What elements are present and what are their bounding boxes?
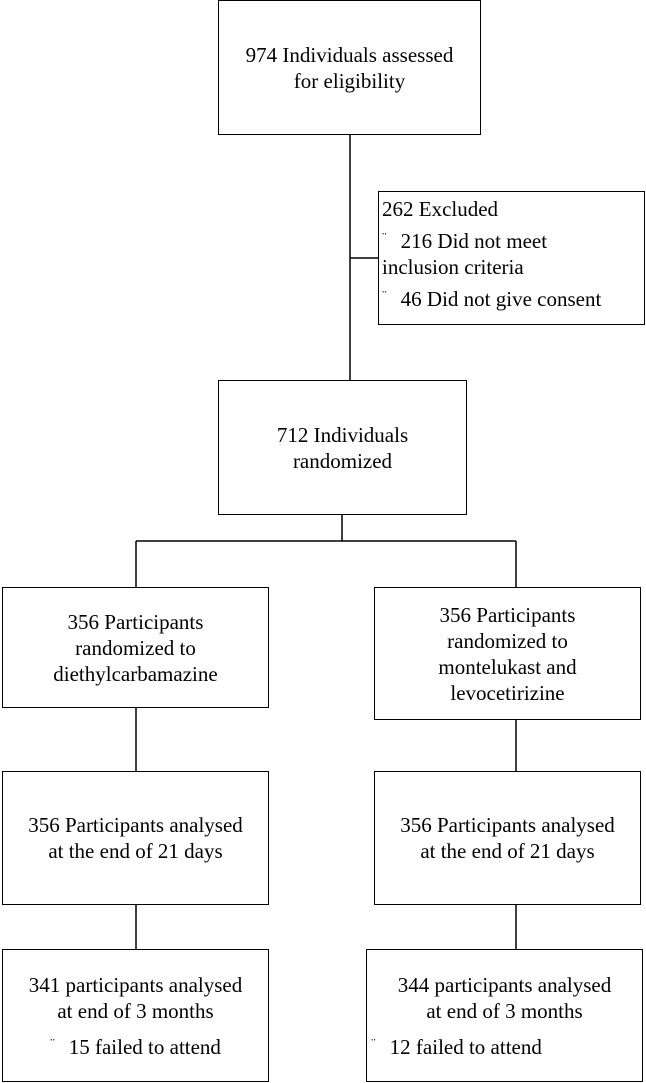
assessed-line-1: 974 Individuals assessed — [245, 42, 454, 67]
excluded-item-2: ¨46 Did not give consent — [382, 287, 602, 311]
right-allocation-line-3: montelukast and — [438, 654, 577, 679]
left-analysis-3m-line-2: at end of 3 months — [57, 999, 214, 1023]
right-analysis-21-box: 356 Participants analysed at the end of … — [374, 771, 641, 905]
right-analysis-21-line-1: 356 Participants analysed — [400, 813, 615, 837]
left-analysis-21-box: 356 Participants analysed at the end of … — [2, 771, 269, 905]
right-allocation-line-2: randomized to — [447, 628, 568, 653]
randomized-line-2: randomized — [292, 448, 393, 473]
randomized-line-1: 712 Individuals — [276, 422, 409, 447]
excluded-item-1: ¨216 Did not meet — [382, 229, 548, 253]
assessed-box: 974 Individuals assessed for eligibility — [218, 0, 481, 135]
left-allocation-line-1: 356 Participants — [67, 609, 204, 634]
right-analysis-3m-line-2: at end of 3 months — [426, 999, 583, 1023]
left-allocation-line-2: randomized to — [75, 635, 196, 660]
left-allocation-line-3: diethylcarbamazine — [53, 661, 218, 686]
excluded-title: 262 Excluded — [382, 197, 499, 221]
left-analysis-21-line-2: at the end of 21 days — [48, 839, 223, 863]
right-lost-note: ¨12 failed to attend — [371, 1035, 542, 1059]
bullet-icon: ¨ — [382, 231, 387, 246]
left-analysis-3m-box: 341 participants analysed at end of 3 mo… — [2, 949, 269, 1082]
bullet-icon: ¨ — [371, 1037, 376, 1052]
left-allocation-box: 356 Participants randomized to diethylca… — [2, 587, 269, 708]
right-analysis-3m-box: 344 participants analysed at end of 3 mo… — [366, 949, 643, 1082]
right-allocation-line-1: 356 Participants — [439, 602, 576, 627]
bullet-icon: ¨ — [50, 1037, 55, 1052]
randomized-box: 712 Individuals randomized — [218, 380, 467, 515]
left-analysis-21-line-1: 356 Participants analysed — [28, 813, 243, 837]
right-allocation-box: 356 Participants randomized to monteluka… — [374, 587, 641, 720]
assessed-line-2: for eligibility — [293, 68, 406, 93]
bullet-icon: ¨ — [382, 289, 387, 304]
excluded-box: 262 Excluded ¨216 Did not meet inclusion… — [378, 191, 645, 325]
right-analysis-21-line-2: at the end of 21 days — [420, 839, 595, 863]
right-analysis-3m-line-1: 344 participants analysed — [397, 973, 612, 997]
left-analysis-3m-line-1: 341 participants analysed — [28, 973, 243, 997]
left-lost-note: ¨15 failed to attend — [50, 1035, 221, 1059]
right-allocation-line-4: levocetirizine — [450, 680, 565, 705]
excluded-item-1-cont: inclusion criteria — [382, 255, 524, 279]
